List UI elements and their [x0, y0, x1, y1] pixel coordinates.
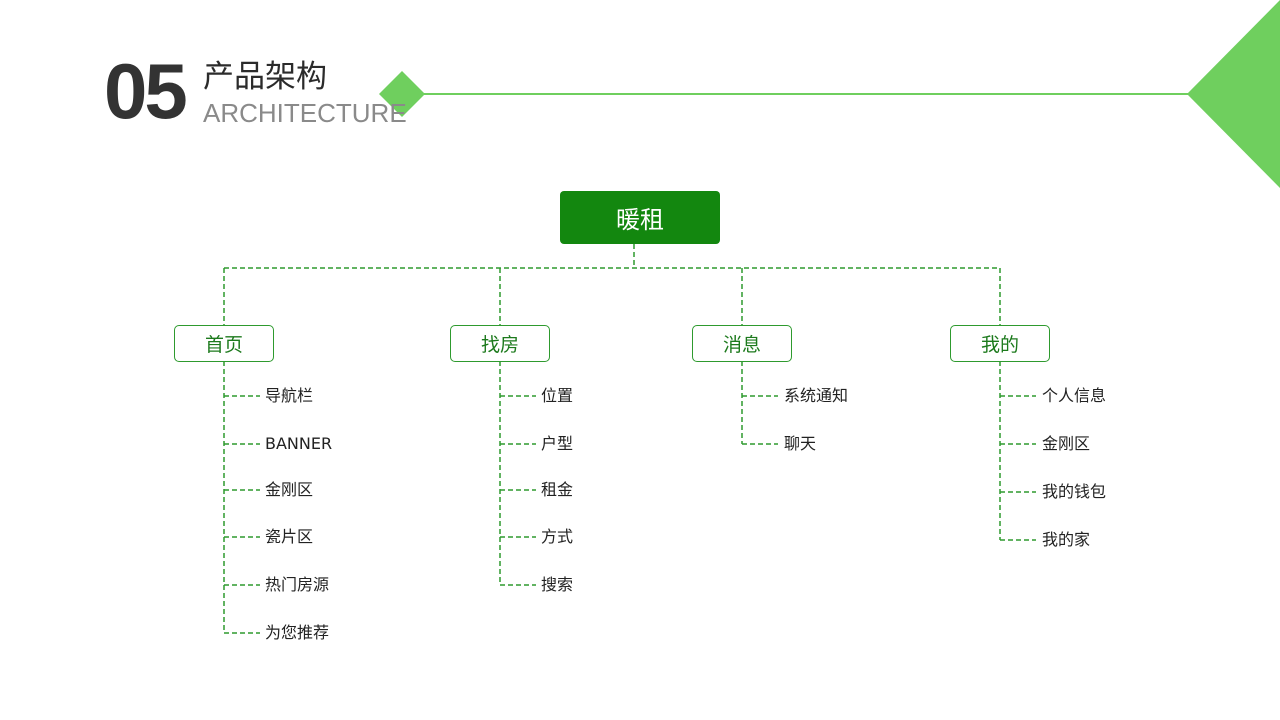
leaf-item: 金刚区	[1042, 434, 1091, 453]
category-node-mine: 我的	[950, 325, 1050, 362]
leaf-item: 位置	[541, 386, 574, 405]
leaf-item: 系统通知	[784, 386, 849, 405]
leaf-item: 租金	[541, 480, 574, 499]
corner-triangle	[1187, 0, 1280, 188]
diamond-icon	[379, 71, 425, 117]
leaf-item: 搜索	[541, 575, 574, 594]
leaf-item: 户型	[541, 434, 574, 453]
leaf-item: 聊天	[784, 434, 817, 453]
category-label: 我的	[980, 334, 1019, 356]
page-subtitle: ARCHITECTURE	[203, 98, 407, 128]
category-label: 首页	[204, 334, 243, 356]
category-node-messages: 消息	[692, 325, 792, 362]
category-label: 找房	[480, 334, 519, 356]
category-node-find-house: 找房	[450, 325, 550, 362]
section-number: 05	[104, 47, 188, 135]
leaf-item: 我的家	[1042, 530, 1091, 549]
leaf-item: 我的钱包	[1042, 482, 1107, 501]
leaf-item: 瓷片区	[265, 527, 314, 546]
leaf-item: 热门房源	[265, 575, 330, 594]
leaf-item: 方式	[541, 527, 574, 546]
leaf-item: 为您推荐	[265, 623, 330, 642]
leaf-item: BANNER	[265, 434, 333, 453]
category-node-home: 首页	[174, 325, 274, 362]
leaf-item: 金刚区	[265, 480, 314, 499]
leaf-item: 导航栏	[265, 386, 314, 405]
category-label: 消息	[722, 334, 761, 356]
root-node-label: 暖租	[616, 206, 664, 234]
leaf-item: 个人信息	[1042, 386, 1107, 405]
page-title: 产品架构	[203, 59, 327, 95]
root-node: 暖租	[560, 191, 720, 244]
